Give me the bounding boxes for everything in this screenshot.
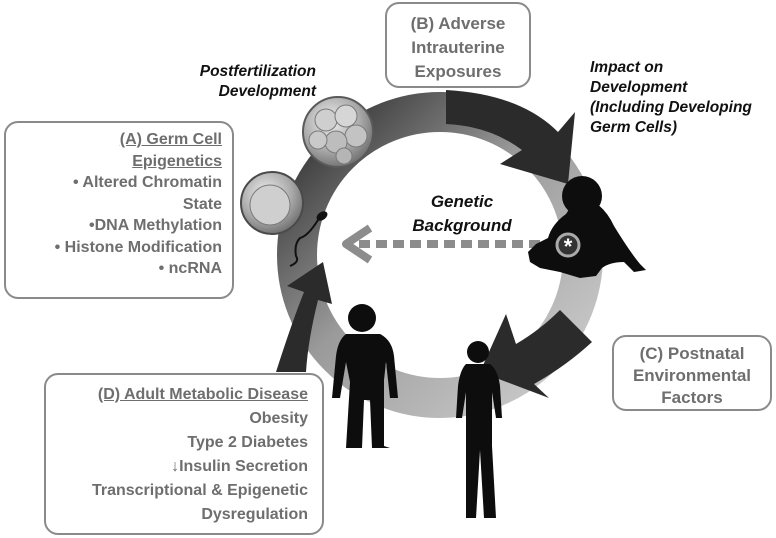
genetic-arrowhead-icon: [342, 224, 373, 264]
zygote-icon: [240, 171, 304, 235]
baby-silhouette-icon: [528, 176, 646, 278]
postfertilization-line: Postfertilization: [199, 63, 316, 80]
germ-cell-epigenetics-box: (A) Germ Cell Epigenetics • Altered Chro…: [4, 121, 234, 299]
sperm-icon: [289, 211, 328, 267]
box-a-item: •DNA Methylation: [88, 217, 222, 234]
impact-line: Development: [590, 79, 688, 96]
postfertilization-line: Development: [218, 83, 316, 100]
postnatal-factors-box: (C) Postnatal Environmental Factors: [612, 335, 772, 411]
box-c-line: Factors: [661, 388, 723, 407]
adult-silhouette-icon: [332, 304, 398, 448]
youth-silhouette-icon: [456, 341, 502, 518]
genetic-line: Genetic: [430, 192, 494, 211]
box-a-title-line2: Epigenetics: [132, 152, 222, 170]
postfertilization-label: Postfertilization Development: [180, 62, 316, 102]
box-a-item: • Histone Modification: [54, 238, 222, 256]
marker-circle: [555, 232, 581, 258]
box-d-title: (D) Adult Metabolic Disease: [97, 386, 308, 403]
impact-line: Germ Cells): [590, 119, 678, 136]
box-a-item: • Altered Chromatin: [72, 174, 222, 191]
box-d-item: Type 2 Diabetes: [187, 434, 308, 451]
box-d-item: Obesity: [249, 410, 308, 427]
box-a-item: • ncRNA: [158, 260, 222, 277]
box-d-item: Dysregulation: [201, 506, 308, 523]
genetic-background-label: Genetic Background: [404, 190, 520, 238]
box-a-item: State: [182, 195, 222, 213]
arrow-postnatal: [480, 310, 592, 398]
marker-asterisk: *: [564, 234, 573, 259]
impact-line: Impact on: [590, 59, 664, 76]
adult-metabolic-disease-box: (D) Adult Metabolic Disease Obesity Type…: [44, 373, 324, 535]
impact-line: (Including Developing: [590, 99, 752, 116]
genetic-line: Background: [412, 216, 512, 235]
box-b-line: (B) Adverse: [410, 14, 506, 33]
arrow-to-germ-cells: [276, 262, 332, 372]
arrow-intrauterine: [446, 90, 575, 184]
box-c-line: Environmental: [632, 366, 752, 385]
adverse-intrauterine-box: (B) Adverse Intrauterine Exposures: [385, 2, 531, 88]
box-d-item: Transcriptional & Epigenetic: [91, 482, 308, 499]
box-b-line: Exposures: [414, 62, 502, 81]
box-b-line: Intrauterine: [411, 38, 505, 57]
embryo-icon: [302, 96, 374, 168]
impact-on-development-label: Impact on Development (Including Develop…: [590, 58, 752, 138]
box-c-line: (C) Postnatal: [639, 344, 745, 363]
box-a-title-line1: (A) Germ Cell: [119, 131, 222, 148]
box-d-item: ↓Insulin Secretion: [171, 458, 308, 475]
